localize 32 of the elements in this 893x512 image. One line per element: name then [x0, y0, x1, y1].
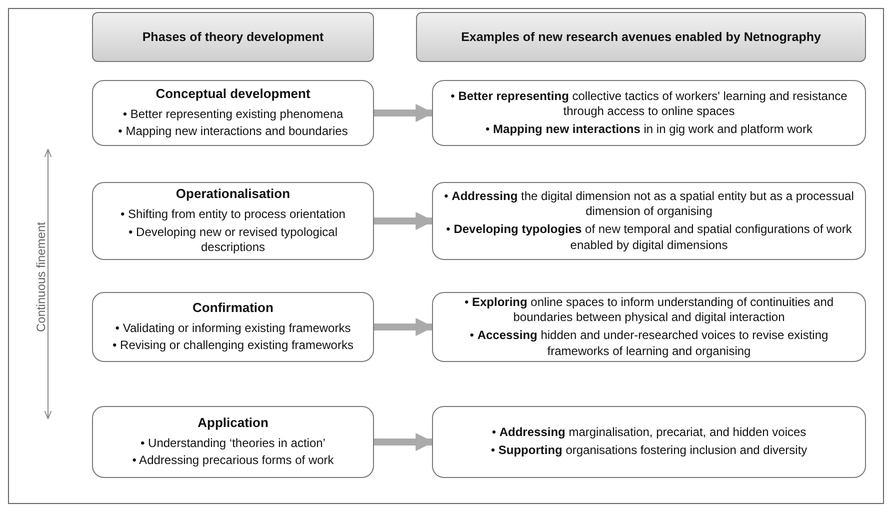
block-arrow: [374, 318, 434, 336]
bullet-text: • Addressing precarious forms of work: [132, 453, 334, 470]
bullet-text: • Accessing hidden and under-researched voices to revise existing frameworks of learning and organising: [468, 328, 830, 360]
column-header: Examples of new research avenues enabled by Netnography: [416, 12, 866, 62]
block-arrow: [374, 212, 434, 230]
bullet-text: • Mapping new interactions in in gig work and platform work: [486, 122, 812, 138]
example-box: [432, 80, 866, 146]
phase-title: Confirmation: [192, 300, 274, 317]
phase-box: [92, 80, 374, 146]
phase-box: [92, 406, 374, 478]
bullet-text: • Revising or challenging existing frameworks: [112, 338, 354, 354]
block-arrow: [374, 104, 434, 122]
example-box: [432, 406, 866, 478]
block-arrow: [374, 432, 434, 452]
axis-label: Continuous finement: [34, 220, 48, 334]
example-box: [432, 182, 866, 260]
example-box: [432, 292, 866, 362]
bullet-text: • Developing typologies of new temporal and spatial configurations of work enabled by digital dimensions: [445, 222, 853, 254]
phase-title: Application: [198, 414, 268, 432]
bullet-text: • Better representing existing phenomena: [122, 106, 344, 122]
bullet-text: • Understanding ‘theories in action’: [140, 436, 326, 452]
phase-box: [92, 292, 374, 362]
bullet-text: • Addressing marginalisation, precariat, and hidden voices: [492, 425, 806, 441]
bullet-text: • Shifting from entity to process orientation: [120, 207, 346, 223]
bullet-text: • Mapping new interactions and boundaries: [118, 124, 348, 140]
column-header: Phases of theory development: [92, 12, 374, 62]
bullet-text: • Supporting organisations fostering inclusion and diversity: [490, 443, 808, 459]
phase-title: Operationalisation: [176, 186, 290, 204]
bullet-text: • Validating or informing existing frameworks: [115, 320, 351, 336]
phase-title: Conceptual development: [156, 86, 310, 103]
phase-box: [92, 182, 374, 260]
bullet-text: • Developing new or revised typological descriptions: [128, 224, 338, 256]
